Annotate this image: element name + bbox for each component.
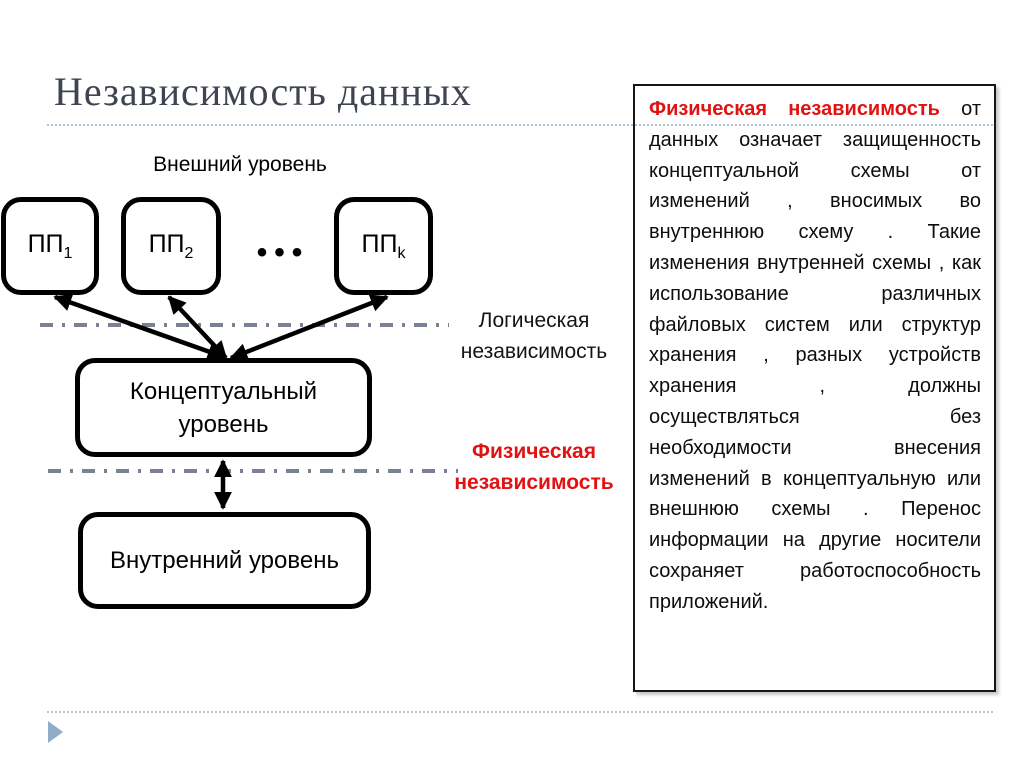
pp2-label: ПП2 xyxy=(148,229,194,262)
physical-independence-line2: независимость xyxy=(454,471,614,494)
arrow-ppk-conceptual xyxy=(229,294,389,361)
definition-lead-red: Физическая независимость xyxy=(649,98,940,120)
footer-separator-line xyxy=(47,711,993,713)
physical-independence-label: Физическая независимость xyxy=(446,436,622,498)
pp1-label: ПП1 xyxy=(27,229,73,262)
physical-independence-line1: Физическая xyxy=(472,440,596,463)
external-level-label: Внешний уровень xyxy=(153,153,327,176)
internal-level-text: Внутренний уровень xyxy=(110,546,339,574)
logical-independence-label: Логическая независимость xyxy=(446,305,622,367)
footer-arrow-icon xyxy=(48,721,63,743)
external-box-pp2: ПП2 xyxy=(121,197,221,295)
conceptual-level-box: Концептуальный уровень xyxy=(75,358,372,457)
internal-level-box: Внутренний уровень xyxy=(78,512,371,609)
ellipsis-dots: ••• xyxy=(256,236,310,269)
external-box-ppk: ППk xyxy=(334,197,433,295)
arrow-pp1-conceptual xyxy=(53,293,226,361)
logical-independence-line2: независимость xyxy=(460,340,608,363)
external-box-pp1: ПП1 xyxy=(1,197,99,295)
conceptual-level-text: Концептуальный уровень xyxy=(129,377,318,438)
arrow-pp2-conceptual xyxy=(167,295,228,360)
definition-body: от данных означает защищенность концепту… xyxy=(649,98,982,613)
definition-text-box: Физическая независимость от данных означ… xyxy=(633,84,996,692)
definition-paragraph: Физическая независимость от данных означ… xyxy=(649,94,981,618)
slide-title: Независимость данных xyxy=(54,69,472,114)
title-separator-line xyxy=(47,124,993,126)
logical-independence-line1: Логическая xyxy=(478,309,590,332)
ppk-label: ППk xyxy=(361,229,406,262)
